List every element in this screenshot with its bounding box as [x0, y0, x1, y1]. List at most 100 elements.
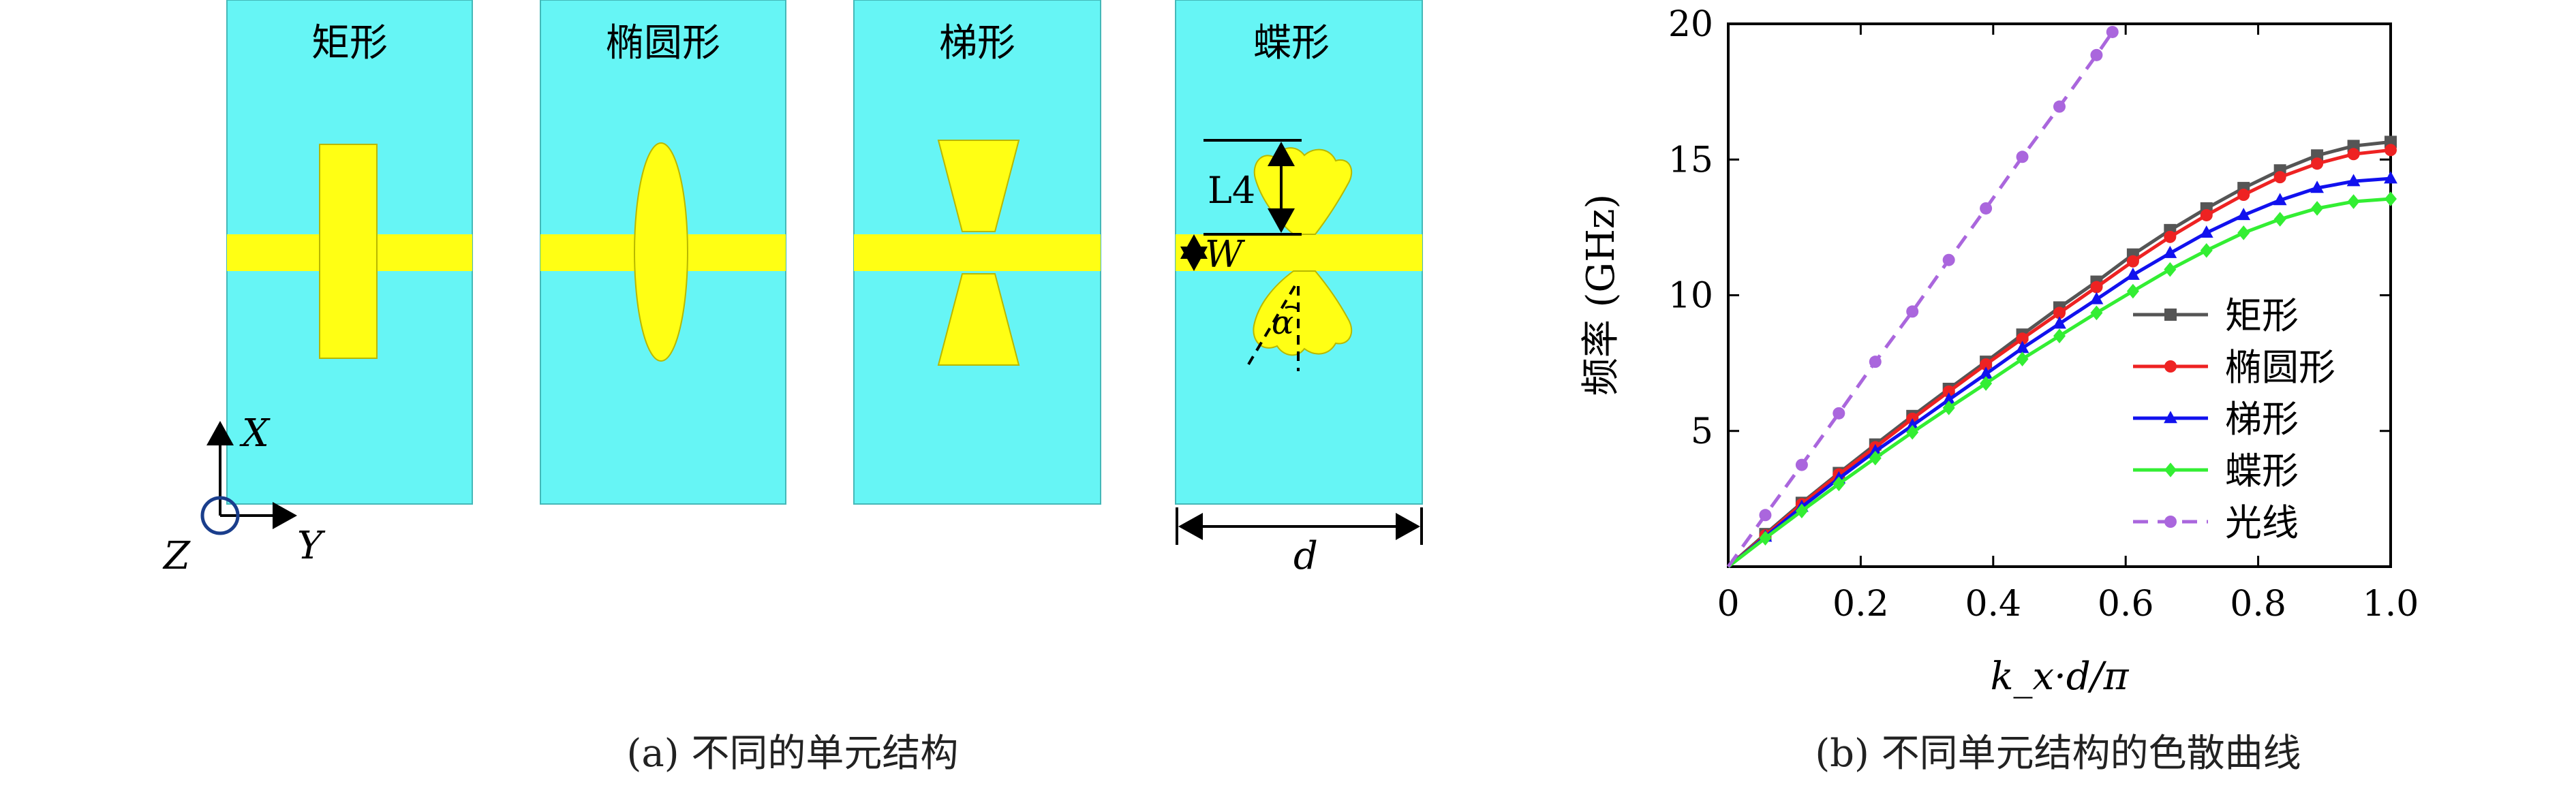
d-label: d: [1293, 534, 1318, 578]
rectangular-stub: [319, 144, 378, 359]
data-point: [2016, 332, 2029, 345]
series-3: [1727, 191, 2397, 568]
coordinate-axes: X Y Z: [162, 411, 326, 578]
cell-label: 蝶形: [1253, 21, 1330, 65]
data-point: [2164, 462, 2177, 477]
data-point: [2273, 193, 2287, 206]
data-point: [2053, 306, 2066, 319]
legend-label: 矩形: [2225, 294, 2299, 337]
z-axis-circle: [200, 496, 240, 535]
data-point: [2164, 309, 2177, 321]
data-point: [1869, 356, 1882, 368]
x-tick-label: 0.2: [1833, 584, 1889, 625]
data-point: [1942, 392, 1956, 405]
data-point: [2090, 305, 2103, 321]
l4-label: L4: [1208, 169, 1255, 212]
data-point: [2347, 148, 2360, 161]
x-axis-title: k_x·d/π: [1991, 655, 2130, 699]
data-point: [1979, 366, 1993, 379]
data-point: [2164, 230, 2177, 243]
y-tick-label: 10: [1668, 276, 1713, 317]
y-axis-title: 频率 (GHz): [1579, 194, 1623, 396]
data-point: [2311, 157, 2324, 170]
data-point: [2164, 360, 2177, 373]
microstrip-line: [1176, 234, 1422, 271]
data-point: [2273, 171, 2286, 184]
data-point: [1906, 305, 1919, 318]
x-tick-label: 0.8: [2230, 584, 2286, 625]
series-layer: [1726, 25, 2397, 568]
data-point: [1833, 476, 1845, 492]
data-point: [1942, 385, 1955, 398]
legend-entry: 光线: [2133, 501, 2299, 544]
data-point: [1795, 503, 1808, 519]
data-point: [2090, 281, 2103, 294]
series-line: [1726, 31, 2114, 568]
data-point: [1759, 531, 1772, 546]
caption-b: (b) 不同单元结构的色散曲线: [1815, 731, 2301, 776]
cell-label: 椭圆形: [606, 21, 720, 65]
y-tick-label: 20: [1668, 4, 1713, 45]
x-axis-label: X: [239, 411, 271, 456]
z-axis-label: Z: [162, 534, 191, 578]
y-tick-label: 5: [1691, 411, 1713, 452]
data-point: [2200, 208, 2213, 221]
x-tick-label: 1.0: [2363, 584, 2419, 625]
unit-cell-butterfly: 蝶形 L4 W α d: [1175, 0, 1423, 578]
data-point: [2237, 189, 2250, 202]
legend-entry: 梯形: [2133, 398, 2299, 441]
data-point: [1980, 376, 1993, 391]
legend-entry: 椭圆形: [2133, 346, 2335, 389]
data-point: [2126, 283, 2139, 299]
elliptical-stub: [634, 142, 688, 362]
data-point: [2237, 225, 2250, 240]
data-point: [1980, 202, 1993, 215]
alpha-label: α: [1272, 304, 1293, 342]
legend-entry: 蝶形: [2133, 450, 2299, 492]
data-point: [2090, 48, 2103, 61]
data-point: [2347, 194, 2360, 209]
data-point: [1833, 407, 1845, 420]
cell-label: 矩形: [311, 21, 388, 65]
data-point: [2385, 191, 2397, 206]
panel-a-unit-structures: 矩形 椭圆形 梯形 蝶形 L4: [162, 0, 1423, 776]
w-label: W: [1205, 233, 1246, 276]
data-point: [1868, 443, 1882, 456]
data-point: [2053, 328, 2066, 344]
y-tick-label: 15: [1668, 140, 1713, 180]
unit-cell-ellipse: 椭圆形: [540, 0, 786, 505]
data-point: [1869, 450, 1882, 466]
x-tick-label: 0.6: [2098, 584, 2154, 625]
data-point: [2164, 411, 2177, 424]
butterfly-stub: [1253, 147, 1353, 356]
data-point: [2053, 100, 2066, 113]
unit-cell-rectangle: 矩形: [226, 0, 473, 505]
trapezoid-stub-top: [937, 140, 1020, 232]
data-point: [2163, 245, 2177, 258]
legend-label: 光线: [2225, 501, 2299, 544]
data-point: [1942, 400, 1955, 415]
legend-label: 梯形: [2225, 398, 2299, 441]
x-tick-label: 0: [1717, 584, 1739, 625]
data-point: [2237, 208, 2251, 221]
y-axis-label: Y: [297, 524, 326, 568]
data-point: [2015, 341, 2029, 353]
data-point: [2346, 174, 2361, 187]
data-point: [2164, 516, 2177, 528]
microstrip-line: [854, 234, 1101, 271]
legend-entry: 矩形: [2133, 294, 2299, 337]
data-point: [2310, 180, 2325, 193]
data-point: [2273, 212, 2286, 227]
data-point: [1980, 358, 1993, 371]
data-point: [1905, 417, 1920, 430]
data-point: [1795, 458, 1808, 471]
data-point: [2053, 316, 2066, 329]
cell-label: 梯形: [939, 21, 1015, 65]
data-point: [1759, 509, 1772, 522]
data-point: [2164, 262, 2177, 277]
data-point: [2200, 242, 2213, 258]
data-point: [1906, 424, 1919, 440]
